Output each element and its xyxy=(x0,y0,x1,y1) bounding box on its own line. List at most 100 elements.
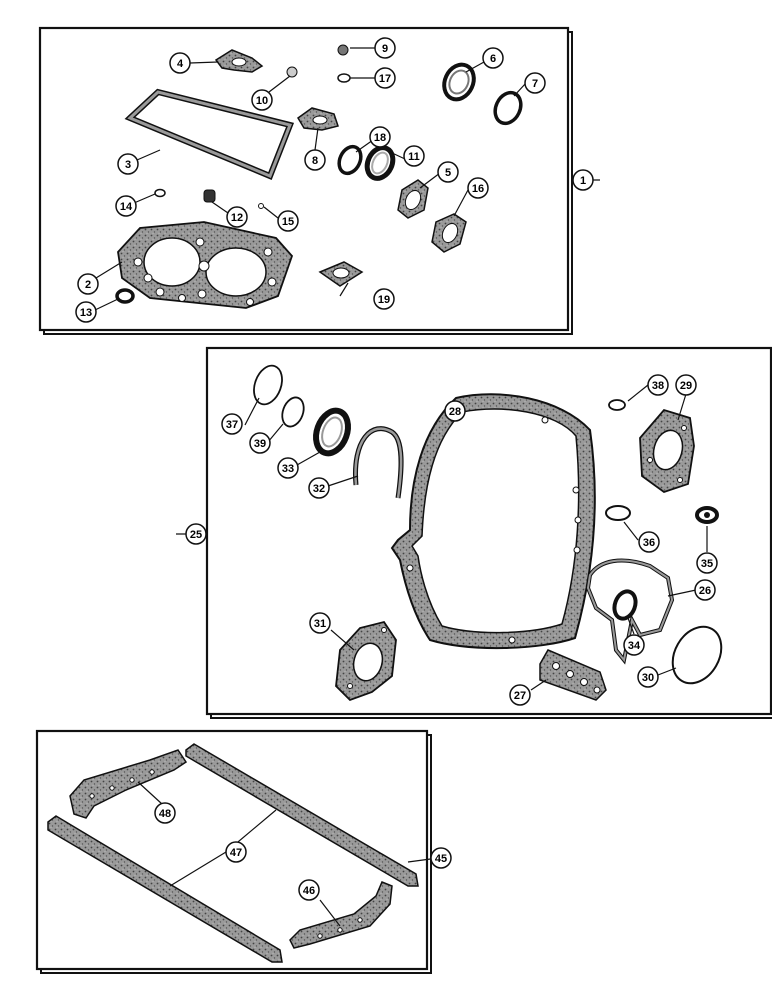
part-8-flange-gasket xyxy=(297,107,339,131)
svg-text:47: 47 xyxy=(230,847,242,859)
callout-9: 9 xyxy=(374,37,396,59)
part-47-pan-gasket-right xyxy=(185,743,419,887)
svg-text:11: 11 xyxy=(408,151,420,163)
svg-text:9: 9 xyxy=(382,43,388,55)
part-15-ring xyxy=(258,203,264,209)
part-29-gasket xyxy=(639,408,695,494)
svg-text:13: 13 xyxy=(80,307,92,319)
callout-46: 46 xyxy=(298,879,320,901)
part-14-o-ring xyxy=(154,188,166,198)
callout-25: 25 xyxy=(185,523,207,545)
part-30-o-ring xyxy=(671,625,723,685)
callout-11: 11 xyxy=(403,145,425,167)
callout-18: 18 xyxy=(369,126,391,148)
part-16-gasket xyxy=(431,213,467,253)
callout-7: 7 xyxy=(524,72,546,94)
svg-text:35: 35 xyxy=(701,558,713,570)
part-38-o-ring xyxy=(608,399,626,411)
callout-13: 13 xyxy=(75,301,97,323)
svg-text:33: 33 xyxy=(282,463,294,475)
svg-text:31: 31 xyxy=(314,618,326,630)
callout-47: 47 xyxy=(225,841,247,863)
svg-text:37: 37 xyxy=(226,419,238,431)
part-12-plug xyxy=(203,189,216,203)
part-36-o-ring xyxy=(605,505,631,521)
svg-text:38: 38 xyxy=(652,380,664,392)
callout-36: 36 xyxy=(638,531,660,553)
svg-text:19: 19 xyxy=(378,294,390,306)
svg-text:18: 18 xyxy=(374,132,386,144)
callout-33: 33 xyxy=(277,457,299,479)
callout-45: 45 xyxy=(430,847,452,869)
svg-text:27: 27 xyxy=(514,690,526,702)
callout-6: 6 xyxy=(482,47,504,69)
svg-text:3: 3 xyxy=(125,159,131,171)
callout-14: 14 xyxy=(115,195,137,217)
svg-text:6: 6 xyxy=(490,53,496,65)
leader-lines xyxy=(94,47,708,927)
callout-35: 35 xyxy=(696,552,718,574)
callout-4: 4 xyxy=(169,52,191,74)
part-28-housing-gasket xyxy=(390,393,596,650)
part-17-washer xyxy=(337,73,351,83)
part-48-end-seal xyxy=(69,749,188,819)
svg-text:34: 34 xyxy=(628,640,641,652)
svg-text:45: 45 xyxy=(435,853,447,865)
callout-48: 48 xyxy=(154,802,176,824)
svg-text:36: 36 xyxy=(643,537,655,549)
svg-text:7: 7 xyxy=(532,78,538,90)
svg-text:1: 1 xyxy=(580,175,586,187)
callout-30: 30 xyxy=(637,666,659,688)
part-19-gasket xyxy=(318,261,364,287)
svg-text:8: 8 xyxy=(312,155,318,167)
callout-34: 34 xyxy=(623,634,645,656)
svg-text:4: 4 xyxy=(177,58,184,70)
callout-38: 38 xyxy=(647,374,669,396)
part-27-gasket xyxy=(539,649,607,701)
callout-17: 17 xyxy=(374,67,396,89)
svg-text:28: 28 xyxy=(449,406,461,418)
part-9-washer xyxy=(337,44,349,56)
svg-text:10: 10 xyxy=(256,95,268,107)
part-3-cover-gasket xyxy=(124,88,295,180)
part-7-ring xyxy=(493,90,523,126)
callout-3: 3 xyxy=(117,153,139,175)
callout-16: 16 xyxy=(467,177,489,199)
callout-15: 15 xyxy=(277,210,299,232)
part-34-seal xyxy=(612,589,638,621)
svg-text:26: 26 xyxy=(699,585,711,597)
svg-text:15: 15 xyxy=(282,216,294,228)
callout-37: 37 xyxy=(221,413,243,435)
svg-text:16: 16 xyxy=(472,183,484,195)
middle-panel xyxy=(205,346,772,719)
callout-12: 12 xyxy=(226,206,248,228)
svg-text:30: 30 xyxy=(642,672,654,684)
part-4-flange-gasket xyxy=(214,49,264,73)
svg-text:17: 17 xyxy=(379,73,391,85)
part-37-o-ring xyxy=(253,364,283,406)
part-2-head-gasket xyxy=(117,221,294,309)
svg-text:46: 46 xyxy=(303,885,315,897)
part-18-o-ring xyxy=(337,144,363,176)
callout-29: 29 xyxy=(675,374,697,396)
svg-text:12: 12 xyxy=(231,212,243,224)
top-panel xyxy=(38,26,573,335)
part-46-end-seal xyxy=(289,881,393,949)
svg-text:2: 2 xyxy=(85,279,91,291)
svg-text:39: 39 xyxy=(254,438,266,450)
callout-19: 19 xyxy=(373,288,395,310)
part-47-pan-gasket-left xyxy=(47,815,283,963)
callout-28: 28 xyxy=(444,400,466,422)
svg-text:5: 5 xyxy=(445,167,451,179)
part-39-o-ring xyxy=(281,396,305,428)
callout-5: 5 xyxy=(437,161,459,183)
callout-10: 10 xyxy=(251,89,273,111)
callout-8: 8 xyxy=(304,149,326,171)
part-5-gasket xyxy=(397,179,429,219)
svg-text:48: 48 xyxy=(159,808,171,820)
callout-31: 31 xyxy=(309,612,331,634)
callout-27: 27 xyxy=(509,684,531,706)
callout-2: 2 xyxy=(77,273,99,295)
callout-1: 1 xyxy=(572,169,594,191)
